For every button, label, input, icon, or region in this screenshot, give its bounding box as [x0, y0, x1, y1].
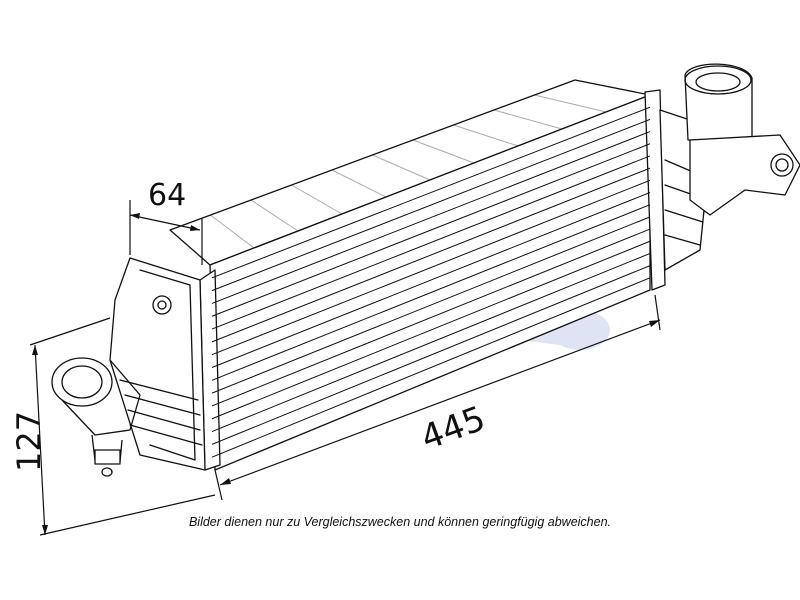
dim-line-depth [129, 214, 201, 231]
core-tube-line [211, 106, 651, 279]
core-tube-line [211, 204, 651, 381]
core-tube-line [211, 265, 651, 445]
left-mount-hole [152, 295, 172, 315]
core-tube-line [211, 131, 651, 304]
left-inlet-pipe [51, 357, 113, 407]
core-tube-line [211, 252, 651, 433]
disclaimer-caption: Bilder dienen nur zu Vergleichszwecken u… [188, 515, 612, 529]
top-face-line [250, 199, 299, 232]
top-face-line [372, 154, 431, 181]
core-tube-line [211, 240, 651, 420]
top-face-line [453, 124, 519, 147]
right-mount-bracket [689, 134, 800, 216]
right-end-plate [644, 89, 666, 291]
top-face-line [210, 214, 255, 249]
dim-line-length [219, 319, 661, 486]
top-face-line [493, 109, 563, 130]
top-face-line [291, 184, 343, 215]
depth-dimension-label: 64 [148, 178, 186, 213]
right-outlet-pipe [684, 63, 753, 141]
core-tube-line [211, 167, 651, 343]
dim-line-height [34, 344, 46, 536]
top-face-line [534, 94, 607, 113]
core-tube-line [211, 155, 651, 330]
core-tube-line [211, 216, 651, 394]
core-tube-line [211, 192, 651, 368]
top-face-line [412, 139, 475, 164]
core-tube-line [211, 143, 651, 317]
core-tube-line [211, 277, 651, 458]
core-tube-line [211, 118, 651, 292]
sensor-connector [94, 449, 121, 465]
height-dimension-label: 127 [10, 411, 48, 472]
core-tube-line [211, 179, 651, 356]
top-face-line [331, 169, 387, 198]
core-tube-line [211, 228, 651, 407]
